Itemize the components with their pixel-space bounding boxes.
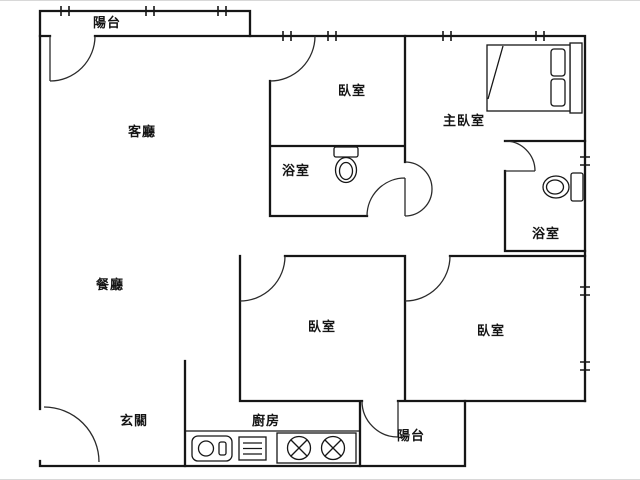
room-label-dining-room: 餐廳 (95, 277, 124, 292)
door-arc-bedroom-top (269, 35, 316, 82)
window-marks-right-wall (580, 156, 590, 371)
room-label-bedroom-bottom-left: 臥室 (308, 319, 336, 334)
door-arc-balcony-top (49, 35, 96, 82)
room-label-foyer: 玄關 (120, 413, 148, 428)
room-label-living-room: 客廳 (128, 124, 156, 139)
room-label-bedroom-bottom-right: 臥室 (477, 323, 505, 338)
toilet-icon (333, 146, 359, 184)
window-marks-top-balcony (60, 6, 227, 16)
toilet-icon (542, 172, 584, 202)
door-arc-bathroom-right (504, 140, 536, 172)
room-label-kitchen: 廚房 (252, 413, 280, 428)
exterior-walls (38, 9, 587, 468)
window-marks-top-wall (282, 31, 545, 41)
room-label-bedroom-top: 臥室 (338, 83, 366, 98)
stove-burners-icon (276, 432, 357, 464)
door-arc-master-bedroom (404, 161, 433, 217)
room-label-master-bedroom: 主臥室 (443, 113, 485, 128)
dish-rack-icon (238, 436, 267, 461)
room-label-bathroom-right: 浴室 (532, 226, 560, 241)
interior-walls (38, 34, 587, 468)
door-arc-bedroom-bottom-right (404, 255, 451, 302)
bed-icon (486, 42, 583, 114)
room-label-balcony-bottom: 陽台 (397, 428, 425, 443)
room-label-bathroom-top: 浴室 (282, 163, 310, 178)
door-arc-balcony-bottom (361, 400, 399, 438)
door-arc-entry (43, 406, 100, 463)
door-arc-bathroom-top (366, 177, 406, 217)
room-label-balcony-top: 陽台 (93, 15, 121, 30)
door-arc-bedroom-bottom-left (239, 255, 286, 302)
kitchen-sink-icon (191, 435, 233, 462)
